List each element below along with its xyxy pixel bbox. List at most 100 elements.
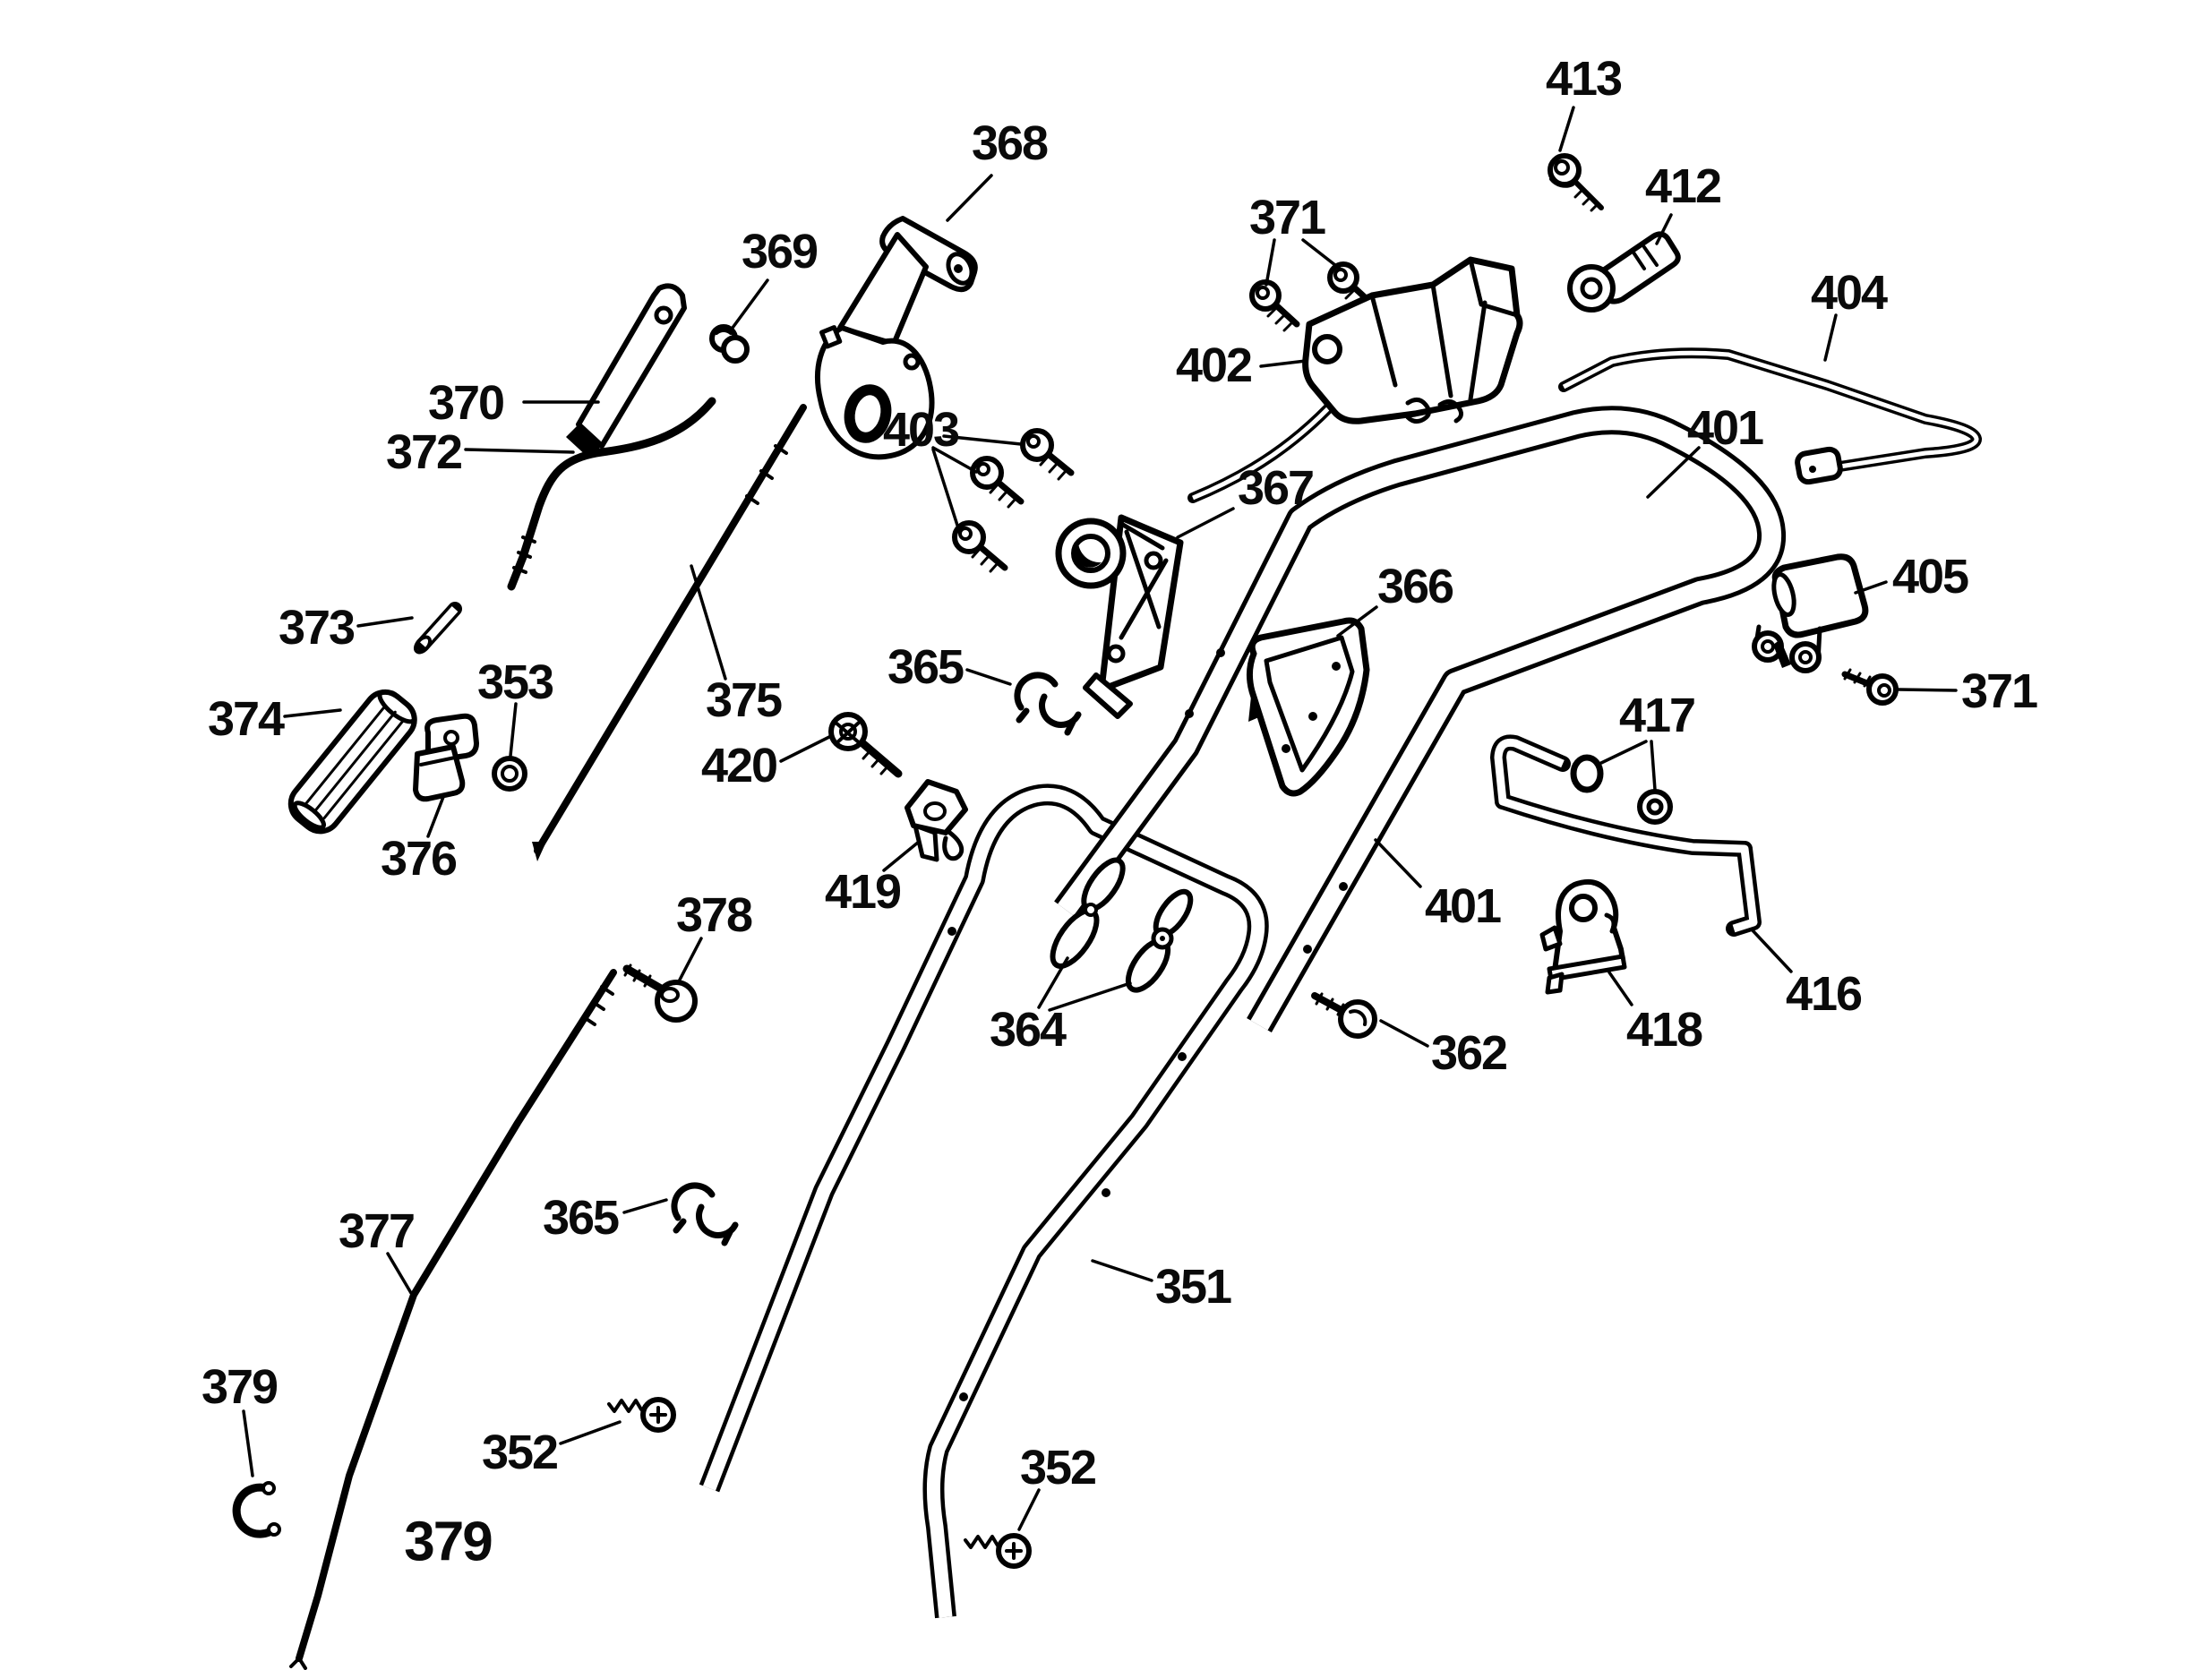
part-label-405-17: 405 [1892,550,1968,604]
leader-line-417 [1599,740,1648,765]
leader-line-373 [356,616,414,628]
screw-371-right-icon [1841,668,1899,706]
leader-line-403 [931,446,978,474]
part-label-371-18: 371 [1961,664,2037,718]
part-label-351-31: 351 [1155,1260,1231,1314]
bracket-367-drawing [1055,514,1184,719]
leader-line-378 [676,937,703,985]
leader-line-420 [779,734,833,763]
part-label-365-13: 365 [887,640,964,694]
leader-line-374 [283,708,342,718]
part-label-379-33: 379 [201,1360,278,1414]
cam-levers-364-drawing [1050,857,1194,993]
part-label-378-25: 378 [676,888,752,942]
latch-lever-368-drawing [815,216,978,460]
leader-line-371 [1265,238,1276,287]
cable-clip-365-upper-drawing [1017,675,1078,732]
leader-line-375 [690,564,727,681]
clamp-419-drawing [905,779,968,862]
part-label-404-8: 404 [1811,266,1888,320]
strap-bracket-416-drawing [1490,734,1762,937]
leader-line-413 [1558,106,1575,152]
leader-line-405 [1854,580,1888,595]
e-clip-379-drawing [232,1481,281,1538]
leader-line-351 [1091,1259,1153,1282]
screws-403-drawing [952,428,1075,573]
part-label-371-3: 371 [1249,191,1325,244]
part-label-368-0: 368 [972,116,1048,170]
plate-366-drawing [1246,617,1370,797]
screw-362-icon [1311,992,1377,1039]
leader-line-379 [242,1409,254,1477]
part-label-402-5: 402 [1176,338,1251,392]
part-label-401-20: 401 [1425,879,1501,933]
part-label-352-34: 352 [482,1426,557,1479]
leader-line-362 [1379,1019,1429,1048]
clamp-405-drawing [1752,553,1869,673]
part-label-369-1: 369 [742,225,818,278]
part-label-376-29: 376 [381,832,457,886]
handle-knob-370-drawing [566,283,687,458]
leader-line-364 [1048,981,1132,1012]
leader-line-372 [464,448,575,454]
part-label-364-24: 364 [990,1003,1067,1057]
leader-line-419 [882,840,921,872]
cable-clip-365-lower-drawing [674,1186,735,1243]
leader-line-352 [1017,1488,1041,1531]
leader-line-412 [1655,213,1673,245]
part-label-353-27: 353 [477,655,553,709]
part-label-374-28: 374 [208,692,285,746]
rod-372-drawing [507,397,716,591]
part-label-365-32: 365 [543,1191,619,1245]
screw-413-icon [1548,153,1604,212]
part-label-375-14: 375 [706,673,782,727]
leader-line-364 [1037,956,1069,1009]
part-label-367-11: 367 [1238,461,1313,515]
leader-lines-layer [242,106,1958,1531]
part-label-377-30: 377 [339,1204,414,1258]
part-label-379-35: 379 [404,1512,492,1573]
part-label-412-7: 412 [1645,159,1720,213]
screw-371-top-left-icon [1249,279,1300,332]
part-label-418-22: 418 [1626,1003,1702,1057]
bolt-378-drawing [622,963,698,1023]
part-label-352-36: 352 [1020,1441,1095,1494]
switch-housing-402-drawing [1302,256,1523,424]
leader-line-403 [931,448,962,535]
pin-373-drawing [413,602,462,655]
rod-377-drawing [289,969,617,1670]
leader-line-401 [1646,446,1701,499]
part-labels-layer: 3683693703713724024134124044014033673663… [201,52,2039,1573]
upper-handle-401-drawing [1066,420,1771,1025]
leader-line-367 [1176,507,1235,539]
leader-line-403 [942,434,1023,446]
clamp-418-drawing [1539,879,1627,995]
part-label-366-12: 366 [1377,560,1453,613]
leader-line-418 [1608,971,1633,1006]
leader-line-365 [965,668,1012,686]
part-label-419-19: 419 [825,865,901,919]
part-label-420-15: 420 [701,739,776,792]
bolt-420-drawing [828,712,903,778]
screw-352-bottom-icon [964,1533,1032,1569]
part-label-373-26: 373 [279,601,355,655]
leader-line-376 [426,795,445,838]
leader-line-369 [731,278,769,330]
leader-line-352 [559,1420,622,1445]
cable-end-412-drawing [1567,231,1681,313]
leader-line-404 [1823,313,1838,362]
part-label-362-23: 362 [1431,1026,1506,1080]
part-label-417-16: 417 [1619,689,1694,742]
washers-417-drawing [1570,754,1673,825]
washer-353-drawing [492,756,527,792]
leader-line-368 [946,174,993,222]
part-label-413-6: 413 [1546,52,1622,106]
part-label-401-9: 401 [1687,401,1763,455]
rod-375-drawing [532,404,807,861]
part-label-416-21: 416 [1786,967,1862,1021]
leader-line-365 [622,1198,668,1214]
leader-line-417 [1650,740,1657,792]
leader-line-401 [1374,838,1422,888]
leader-line-353 [509,702,518,758]
